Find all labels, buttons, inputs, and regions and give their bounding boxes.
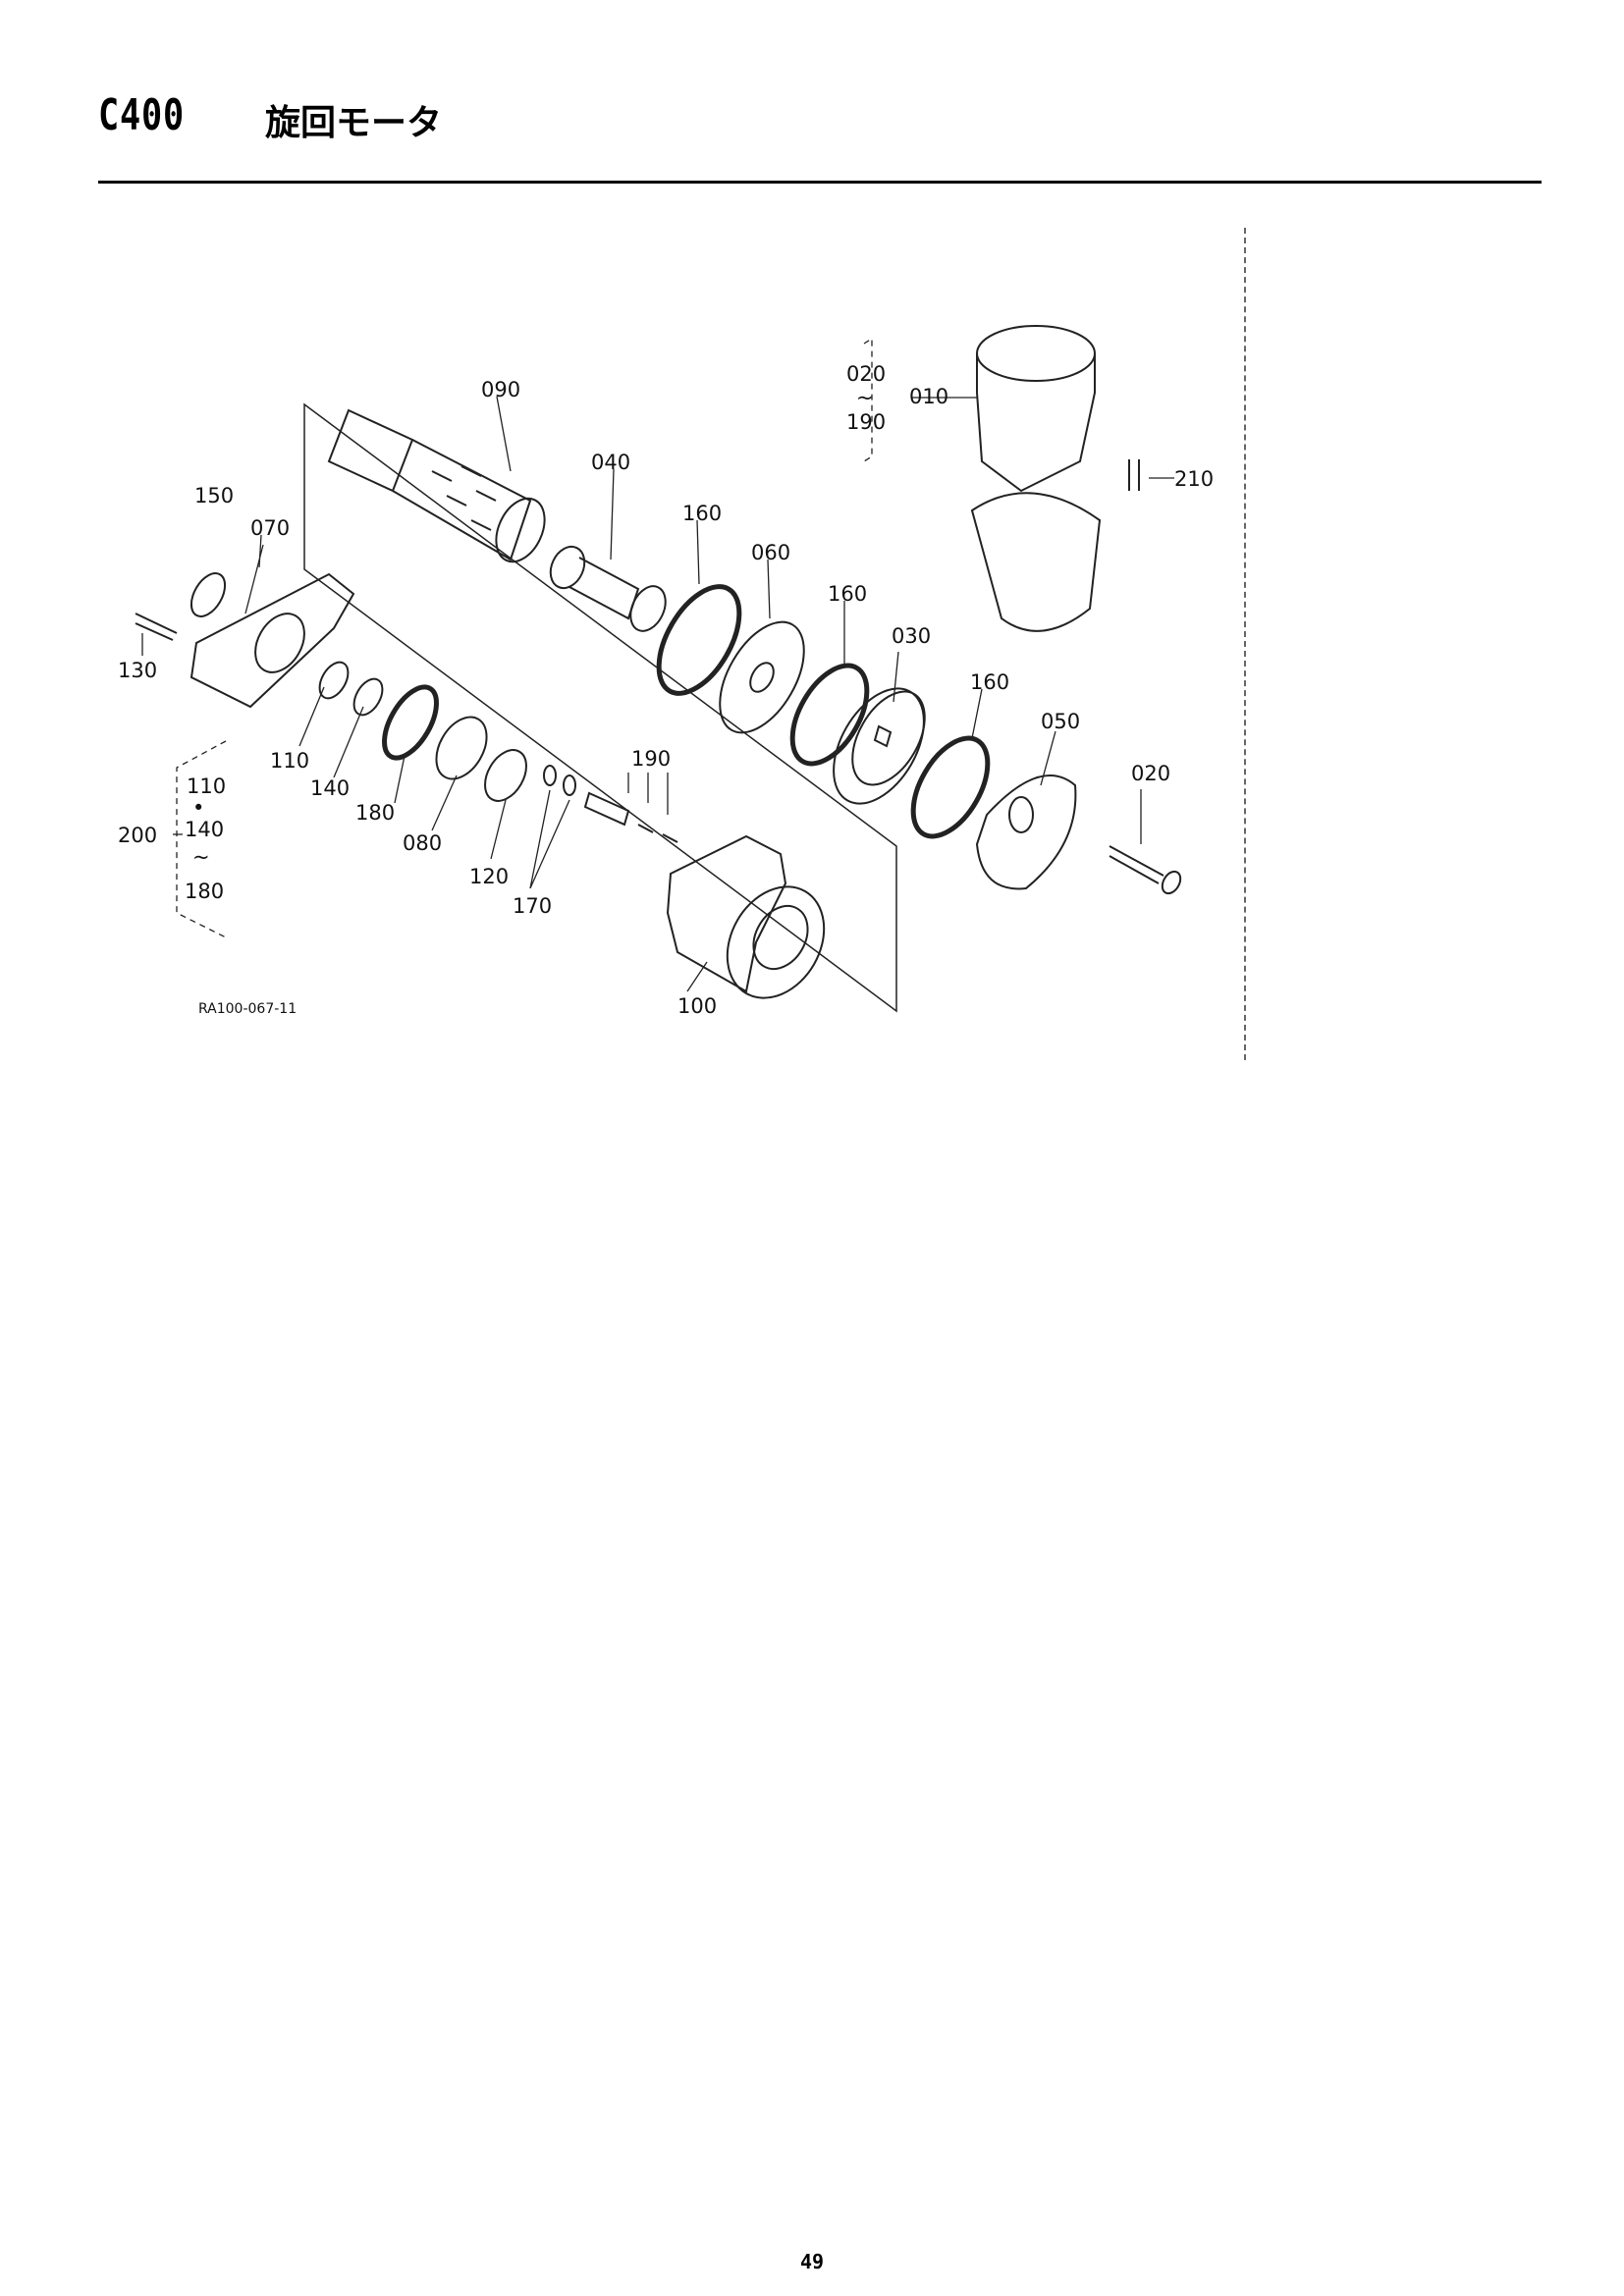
part-ring-140 [352, 677, 384, 717]
label-110-b: 110 [187, 774, 226, 798]
part-motor-assembly [970, 325, 1102, 632]
part-ring-170a [543, 765, 557, 786]
o-ring-3 [910, 735, 991, 839]
figure-id: RA100-067-11 [198, 1001, 297, 1017]
page-number: 49 [799, 2250, 825, 2273]
part-bolt-020 [1109, 845, 1182, 895]
label-050: 050 [1041, 710, 1080, 733]
label-020-b: 020 [1131, 762, 1170, 785]
label-010: 010 [909, 385, 948, 408]
label-110-a: 110 [270, 749, 309, 773]
part-bearing-080 [435, 716, 488, 780]
part-bolt-130 [135, 613, 178, 641]
part-ring-110 [318, 661, 350, 700]
part-shaft [327, 408, 546, 563]
label-030: 030 [892, 624, 931, 648]
part-bearing-120 [484, 749, 527, 802]
part-housing [666, 834, 826, 999]
label-190-b: 190 [631, 747, 671, 771]
label-210: 210 [1174, 467, 1214, 491]
label-dot: • [192, 796, 204, 820]
label-170: 170 [513, 894, 552, 918]
o-ring-2 [789, 663, 870, 767]
label-020-a: 020 [846, 362, 886, 386]
page-header: C400 旋回モータ [98, 90, 1542, 143]
label-190-a: 190 [846, 410, 886, 434]
part-flange [189, 572, 355, 709]
part-plate [719, 620, 805, 734]
label-130: 130 [118, 659, 157, 682]
part-ring-170b [563, 774, 576, 796]
label-160-a: 160 [682, 502, 722, 525]
label-080: 080 [403, 831, 442, 855]
label-060: 060 [751, 541, 790, 564]
label-070: 070 [250, 516, 290, 540]
part-drive-shaft [549, 545, 667, 632]
label-200: 200 [118, 824, 157, 847]
label-040: 040 [591, 451, 630, 474]
label-tilde-left: ~ [192, 845, 210, 869]
label-160-b: 160 [828, 582, 867, 606]
part-seal-150 [189, 572, 227, 617]
label-120: 120 [469, 865, 509, 888]
part-end-cover [975, 774, 1077, 890]
label-tilde-top: ~ [856, 386, 874, 409]
label-140-a: 140 [310, 776, 350, 800]
margin-divider [1244, 228, 1246, 1060]
label-100: 100 [677, 994, 717, 1018]
label-160-c: 160 [970, 670, 1009, 694]
part-rotor-set [833, 687, 926, 805]
label-090: 090 [481, 378, 520, 401]
label-180-b: 180 [185, 880, 224, 903]
o-ring-1 [656, 584, 742, 696]
assembly-frame [303, 402, 897, 1013]
label-140-b: 140 [185, 818, 224, 841]
label-150: 150 [194, 484, 234, 507]
o-ring-4 [382, 684, 439, 761]
part-bolt-210 [1128, 459, 1140, 491]
part-valve-190 [583, 791, 678, 843]
section-title: 旋回モータ [265, 103, 443, 143]
section-code: C400 [98, 90, 185, 140]
header-divider [98, 181, 1542, 184]
label-180-a: 180 [355, 801, 395, 825]
